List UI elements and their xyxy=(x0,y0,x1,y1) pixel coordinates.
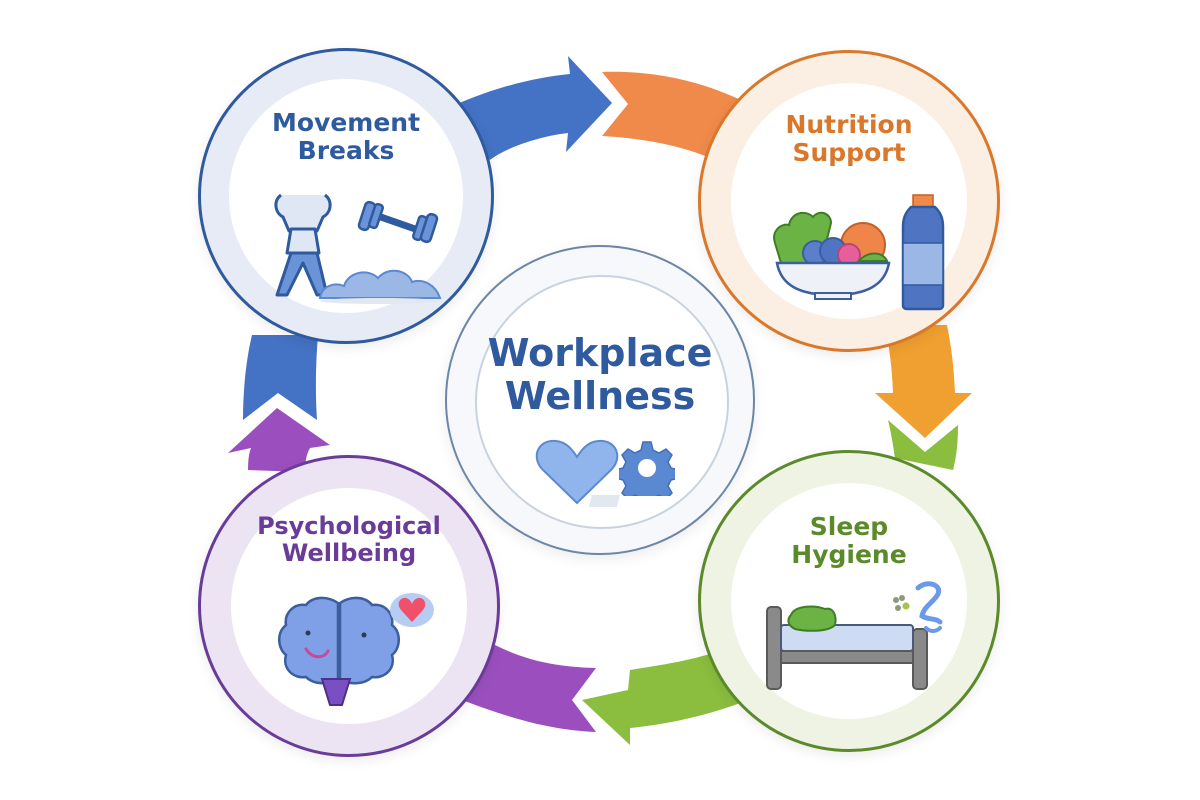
node-movement-label: Movement Breaks xyxy=(201,109,491,165)
node-sleep-label: Sleep Hygiene xyxy=(701,513,997,569)
node-movement-line2: Breaks xyxy=(297,136,395,165)
water-bottle-icon xyxy=(901,194,945,311)
sleep-z-icon xyxy=(893,581,943,633)
center-inner-ring xyxy=(475,275,729,529)
cloud-icon xyxy=(318,269,442,304)
center-node: Workplace Wellness xyxy=(445,245,755,555)
node-movement-breaks: Movement Breaks xyxy=(198,48,494,344)
arrow-nutrition-to-sleep xyxy=(875,325,972,438)
center-title-line1: Workplace xyxy=(487,331,713,375)
node-movement-line1: Movement xyxy=(271,108,421,137)
bed-icon xyxy=(766,605,928,690)
arrow-psych-to-movement xyxy=(228,408,330,472)
node-nutrition-label: Nutrition Support xyxy=(701,111,997,167)
salad-bowl-icon xyxy=(773,211,891,300)
heart-bubble-icon xyxy=(390,593,434,627)
heart-icon xyxy=(535,439,620,507)
node-sleep-line1: Sleep xyxy=(809,512,889,541)
node-nutrition-support: Nutrition Support xyxy=(698,50,1000,352)
gear-icon xyxy=(619,441,675,496)
arrow-movement-to-nutrition xyxy=(455,56,612,160)
node-nutrition-line1: Nutrition xyxy=(785,110,913,139)
node-sleep-hygiene: Sleep Hygiene xyxy=(698,450,1000,752)
node-nutrition-line2: Support xyxy=(792,138,906,167)
center-title-line2: Wellness xyxy=(504,373,696,418)
dumbbell-icon xyxy=(357,200,439,244)
person-flexing-icon xyxy=(274,193,332,297)
arrow-tail-green-right xyxy=(888,420,958,470)
node-psych-line2: Wellbeing xyxy=(281,538,417,567)
arrow-tail-blue-left xyxy=(243,335,318,420)
brain-icon xyxy=(278,596,400,706)
node-psych-line1: Psychological xyxy=(257,512,441,540)
node-sleep-line2: Hygiene xyxy=(791,540,907,569)
center-title: Workplace Wellness xyxy=(447,332,753,417)
node-psychological-wellbeing: Psychological Wellbeing xyxy=(198,455,500,757)
arrow-tail-orange-top xyxy=(602,71,745,158)
arrow-sleep-to-psych xyxy=(582,645,748,745)
arrow-tail-purple-bottom xyxy=(462,645,596,732)
node-psych-label: Psychological Wellbeing xyxy=(201,513,497,567)
